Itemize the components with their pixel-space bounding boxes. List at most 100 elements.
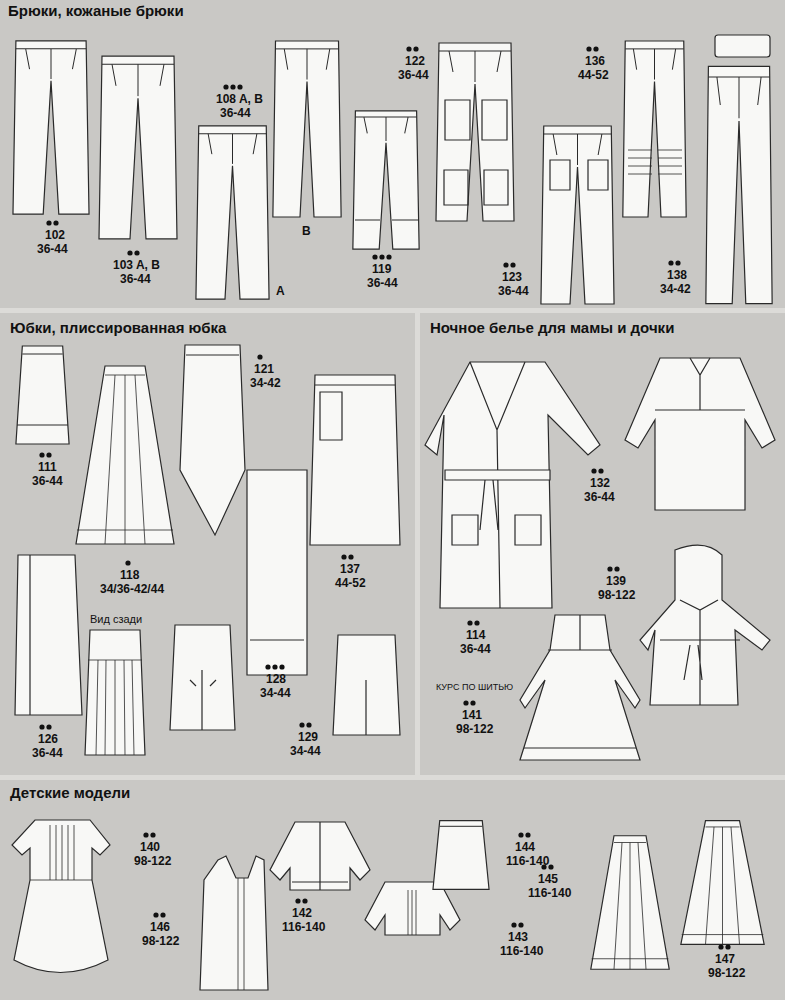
model-number: 118 xyxy=(120,568,139,582)
model-number: 36-44 xyxy=(367,276,398,290)
model-number: 116-140 xyxy=(282,920,325,934)
seam-line xyxy=(250,639,304,640)
skirt-118 xyxy=(76,366,174,544)
pocket xyxy=(452,515,478,545)
model-number: 34-44 xyxy=(290,744,321,758)
model-number: 98-122 xyxy=(456,722,493,736)
pockets xyxy=(550,160,608,190)
model-number: 36-44 xyxy=(498,284,529,298)
model-number: 147 xyxy=(715,952,735,966)
jacket-142 xyxy=(270,822,370,890)
model-number: 132 xyxy=(590,476,610,490)
model-number: 142 xyxy=(292,906,312,920)
model-number: 143 xyxy=(508,930,528,944)
model-number: 138 xyxy=(667,268,687,282)
section-heading: Ночное белье для мамы и дочки xyxy=(430,319,674,336)
trousers-119 xyxy=(353,111,419,249)
waist-line xyxy=(186,354,239,355)
skirt-126 xyxy=(15,555,82,715)
model-number: 116-140 xyxy=(528,886,571,900)
model-number: 36-44 xyxy=(37,242,68,256)
model-number: 102 xyxy=(45,228,65,242)
model-number: 36-44 xyxy=(32,746,63,760)
model-number: 36-44 xyxy=(584,490,615,504)
child-robe-139 xyxy=(640,545,770,705)
knee-stitching xyxy=(628,150,682,174)
model-number: 139 xyxy=(606,574,626,588)
difficulty-dots xyxy=(463,468,619,705)
robe-collar xyxy=(470,362,525,608)
model-number: 119 xyxy=(372,262,391,276)
model-number: 98-122 xyxy=(708,966,745,980)
model-number: 98-122 xyxy=(598,588,635,602)
model-number: 123 xyxy=(502,270,522,284)
skirt-drawings xyxy=(0,313,415,775)
pleats xyxy=(88,660,142,755)
jacket-details xyxy=(292,822,348,890)
model-number: 98-122 xyxy=(142,934,179,948)
model-number: 36-44 xyxy=(398,68,429,82)
dress-140 xyxy=(12,820,110,973)
model-number: 126 xyxy=(38,732,58,746)
model-number: 108 A, B xyxy=(216,92,263,106)
model-number: A xyxy=(276,284,285,298)
section-panel: Юбки, плиссированная юбка xyxy=(0,313,415,775)
difficulty-dots xyxy=(143,832,730,949)
model-number: 137 xyxy=(340,562,360,576)
model-number: B xyxy=(302,224,311,238)
trousers-103a xyxy=(196,126,269,299)
model-number: 36-44 xyxy=(220,106,251,120)
belt-ends xyxy=(480,480,498,530)
trousers-103 xyxy=(99,56,177,239)
pintucks xyxy=(408,890,416,935)
model-number: 36-44 xyxy=(32,474,63,488)
model-number: 144 xyxy=(515,840,535,854)
model-number: 128 xyxy=(266,672,286,686)
skirt-137 xyxy=(310,375,400,545)
section-heading: Детские модели xyxy=(10,784,130,801)
model-number: 36-44 xyxy=(120,272,151,286)
trousers-138 xyxy=(706,66,772,303)
skirt-back-view xyxy=(85,630,145,755)
yoke-line xyxy=(655,358,745,410)
model-number: 34-44 xyxy=(260,686,291,700)
model-number: 98-122 xyxy=(134,854,171,868)
skirt-128 xyxy=(170,625,235,730)
belt-138 xyxy=(715,35,770,57)
skirt-111 xyxy=(16,346,69,444)
section-heading: Юбки, плиссированная юбка xyxy=(10,319,226,336)
model-number: 129 xyxy=(298,730,318,744)
note-text: Вид сзади xyxy=(90,612,142,626)
nightwear-drawings xyxy=(420,313,785,775)
skirt-121 xyxy=(180,345,245,535)
model-number: 36-44 xyxy=(460,642,491,656)
dress-details xyxy=(524,615,636,748)
waist-line xyxy=(315,384,395,385)
model-number: 116-140 xyxy=(500,944,543,958)
model-number: 44-52 xyxy=(335,576,366,590)
model-number: 146 xyxy=(150,920,170,934)
model-number: 44-52 xyxy=(578,68,609,82)
difficulty-dots xyxy=(39,354,353,729)
children-drawings xyxy=(0,780,785,1000)
model-number: 136 xyxy=(585,54,605,68)
pintucks xyxy=(238,878,244,990)
nightgown-132 xyxy=(625,358,775,510)
skirt-145 xyxy=(591,836,669,970)
hem-line xyxy=(355,219,418,220)
hem-line xyxy=(17,424,68,425)
model-number: 122 xyxy=(405,54,425,68)
dress-141 xyxy=(520,615,640,760)
skirt-129 xyxy=(333,635,400,735)
section-panel: Детские модели xyxy=(0,780,785,1000)
model-number: 141 xyxy=(462,708,482,722)
model-number: 114 xyxy=(466,628,485,642)
section-heading: Брюки, кожаные брюки xyxy=(8,2,184,19)
model-number: 121 xyxy=(254,362,274,376)
robe-belt xyxy=(445,470,550,480)
model-number: 34-42 xyxy=(250,376,281,390)
model-number: 111 xyxy=(38,460,57,474)
difficulty-dots xyxy=(46,46,680,267)
model-number: 116-140 xyxy=(506,854,549,868)
